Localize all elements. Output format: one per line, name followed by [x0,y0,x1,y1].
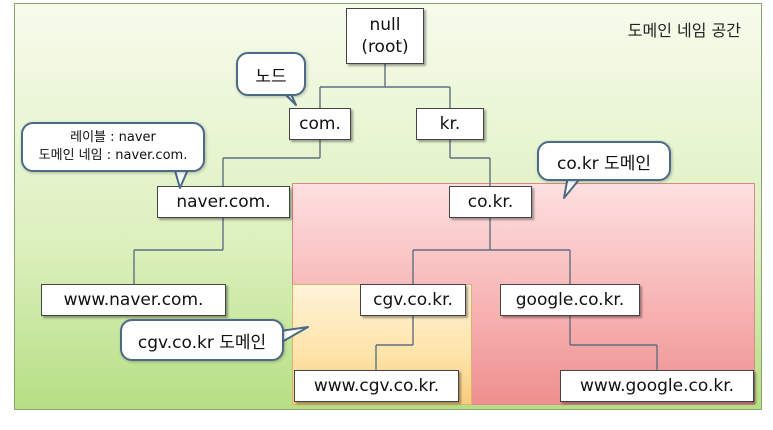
node-naver-com: naver.com. [157,186,290,218]
cgv-domain-callout-text: cgv.co.kr 도메인 [137,332,267,353]
node-www-cgv-co-kr: www.cgv.co.kr. [294,370,459,402]
node-google-co-kr: google.co.kr. [500,284,640,316]
co-kr-domain-callout-tail [563,176,583,199]
node-callout-text: 노드 [255,66,287,87]
co-kr-domain-callout-text: co.kr 도메인 [556,153,651,174]
node-com: com. [289,108,351,140]
node-cgv-co-kr: cgv.co.kr. [360,284,466,316]
cgv-domain-callout: cgv.co.kr 도메인 [120,319,284,361]
node-co-kr: co.kr. [449,186,532,218]
node-callout: 노드 [236,52,306,96]
node-root: null (root) [346,8,424,64]
label-callout-line2: 도메인 네임 : naver.com. [38,148,188,163]
node-kr: kr. [416,108,484,140]
cgv-domain-callout-tail [280,326,309,344]
co-kr-domain-callout: co.kr 도메인 [537,141,671,181]
label-callout-line1: 레이블 : naver [70,130,156,145]
label-callout: 레이블 : naver 도메인 네임 : naver.com. [21,122,205,172]
domain-name-space-title: 도메인 네임 공간 [627,21,741,40]
node-www-naver-com: www.naver.com. [41,284,226,316]
node-www-google-co-kr: www.google.co.kr. [560,370,754,402]
